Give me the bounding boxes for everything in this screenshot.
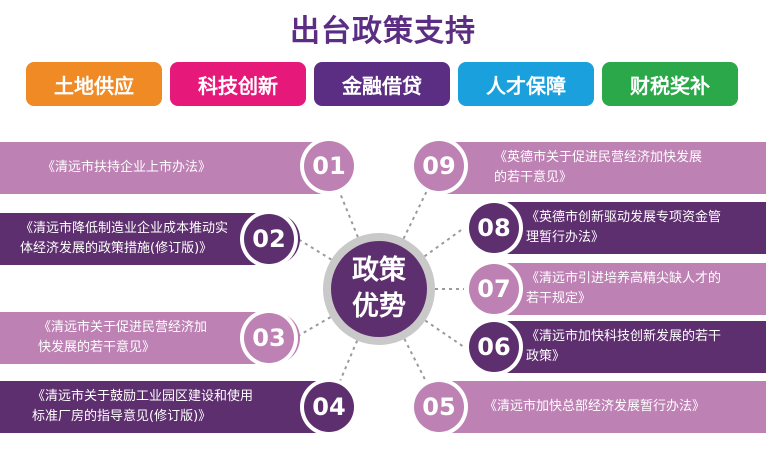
number-badge-02: 02 <box>240 210 298 268</box>
number-02: 02 <box>244 214 294 264</box>
policy-item-05: 《清远市加快总部经济发展暂行办法》 <box>416 381 766 433</box>
number-badge-07: 07 <box>465 260 523 318</box>
policy-item-09: 《英德市关于促进民营经济加快发展的若干意见》 <box>416 142 766 194</box>
number-08: 08 <box>469 203 519 253</box>
category-land-supply: 土地供应 <box>26 62 162 106</box>
number-badge-01: 01 <box>300 137 358 195</box>
policy-text: 《清远市引进培养高精尖缺人才的若干规定》 <box>526 271 722 306</box>
number-03: 03 <box>244 313 294 363</box>
category-finance-loans: 金融借贷 <box>314 62 450 106</box>
policy-text: 《英德市关于促进民营经济加快发展的若干意见》 <box>494 150 703 185</box>
number-05: 05 <box>414 382 464 432</box>
number-badge-06: 06 <box>465 318 523 376</box>
policy-text: 《清远市加快科技创新发展的若干政策》 <box>526 329 722 364</box>
number-badge-05: 05 <box>410 378 468 436</box>
policy-text: 《清远市关于促进民营经济加快发展的若干意见》 <box>38 320 208 355</box>
number-06: 06 <box>469 322 519 372</box>
number-badge-04: 04 <box>300 378 358 436</box>
policy-text: 《清远市加快总部经济发展暂行办法》 <box>484 399 706 414</box>
policy-item-01: 《清远市扶持企业上市办法》 <box>0 142 350 194</box>
number-badge-09: 09 <box>410 137 468 195</box>
center-label: 政策优势 <box>331 241 427 337</box>
policy-item-04: 《清远市关于鼓励工业园区建设和使用标准厂房的指导意见(修订版)》 <box>0 381 350 433</box>
number-badge-03: 03 <box>240 309 298 367</box>
page-title: 出台政策支持 <box>290 14 476 49</box>
number-04: 04 <box>304 382 354 432</box>
policy-text: 《清远市关于鼓励工业园区建设和使用标准厂房的指导意见(修订版)》 <box>32 389 254 424</box>
policy-text: 《清远市扶持企业上市办法》 <box>42 160 212 175</box>
policy-text: 《清远市降低制造业企业成本推动实体经济发展的政策措施(修订版)》 <box>20 221 229 256</box>
center-hub: 政策优势 <box>323 233 435 345</box>
policy-text: 《英德市创新驱动发展专项资金管理暂行办法》 <box>526 210 722 245</box>
category-tax-subsidy: 财税奖补 <box>602 62 738 106</box>
number-badge-08: 08 <box>465 199 523 257</box>
category-tech-innovation: 科技创新 <box>170 62 306 106</box>
center-label-text: 政策优势 <box>352 255 406 322</box>
number-09: 09 <box>414 141 464 191</box>
number-07: 07 <box>469 264 519 314</box>
category-talent-support: 人才保障 <box>458 62 594 106</box>
number-01: 01 <box>304 141 354 191</box>
